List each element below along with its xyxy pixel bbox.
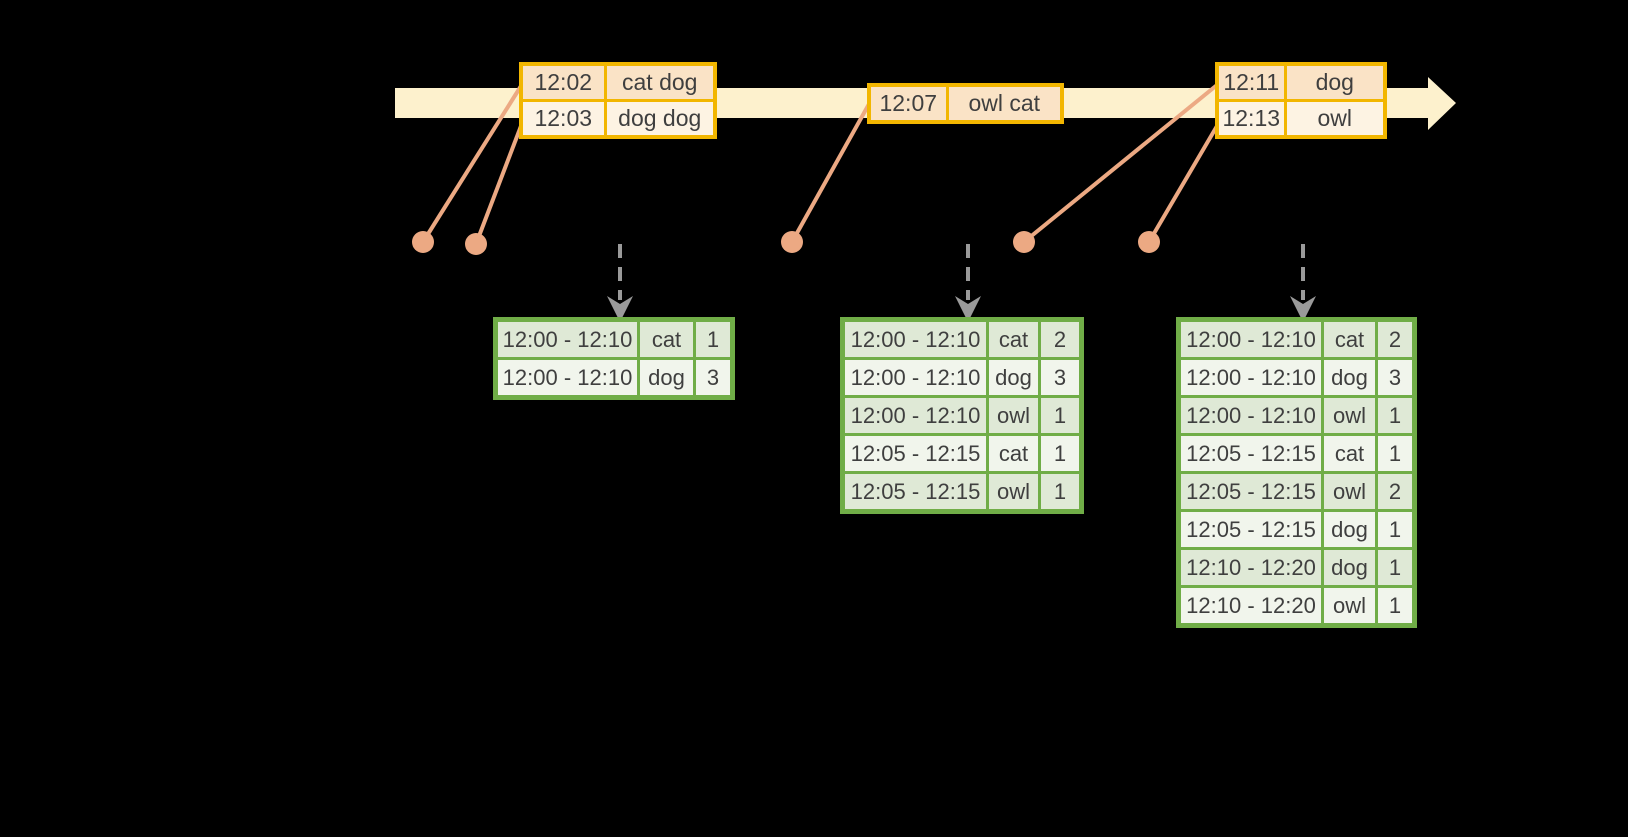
event-words: cat dog — [603, 62, 717, 102]
word-cell: owl — [986, 471, 1041, 513]
window-cell: 12:05 - 12:15 — [841, 433, 989, 474]
event-dot-icon-4 — [1013, 231, 1035, 253]
event-table-1: 12:02 cat dog 12:03 dog dog — [519, 62, 717, 139]
result-row: 12:00 - 12:10 dog 3 — [494, 357, 734, 399]
result-row: 12:00 - 12:10 cat 2 — [1177, 318, 1416, 360]
window-cell: 12:05 - 12:15 — [1177, 433, 1324, 474]
word-cell: cat — [1321, 433, 1378, 474]
count-cell: 1 — [1375, 395, 1416, 436]
word-cell: owl — [1321, 471, 1378, 512]
word-cell: cat — [986, 318, 1041, 360]
window-cell: 12:10 - 12:20 — [1177, 547, 1324, 588]
count-cell: 1 — [1038, 395, 1083, 436]
window-cell: 12:00 - 12:10 — [1177, 357, 1324, 398]
event-table-2: 12:07 owl cat — [867, 83, 1064, 124]
window-cell: 12:00 - 12:10 — [494, 357, 640, 399]
window-cell: 12:00 - 12:10 — [494, 318, 640, 360]
window-cell: 12:00 - 12:10 — [841, 318, 989, 360]
count-cell: 1 — [1038, 471, 1083, 513]
result-table-1: 12:00 - 12:10 cat 1 12:00 - 12:10 dog 3 — [493, 317, 735, 400]
result-row: 12:00 - 12:10 owl 1 — [841, 395, 1083, 436]
result-row: 12:05 - 12:15 dog 1 — [1177, 509, 1416, 550]
word-cell: owl — [986, 395, 1041, 436]
event-dot-icon-2 — [465, 233, 487, 255]
window-cell: 12:00 - 12:10 — [1177, 395, 1324, 436]
result-row: 12:10 - 12:20 owl 1 — [1177, 585, 1416, 627]
event-words: owl — [1283, 99, 1387, 139]
count-cell: 3 — [1375, 357, 1416, 398]
count-cell: 2 — [1038, 318, 1083, 360]
result-row: 12:00 - 12:10 cat 2 — [841, 318, 1083, 360]
word-cell: dog — [637, 357, 696, 399]
event-dot-icon-3 — [781, 231, 803, 253]
event-row: 12:07 owl cat — [867, 83, 1064, 124]
result-row: 12:00 - 12:10 owl 1 — [1177, 395, 1416, 436]
result-row: 12:05 - 12:15 cat 1 — [841, 433, 1083, 474]
connector-line-3 — [790, 103, 871, 243]
window-cell: 12:10 - 12:20 — [1177, 585, 1324, 627]
event-words: dog dog — [603, 99, 717, 139]
result-row: 12:05 - 12:15 cat 1 — [1177, 433, 1416, 474]
word-cell: cat — [637, 318, 696, 360]
event-time: 12:02 — [519, 62, 607, 102]
count-cell: 1 — [1375, 585, 1416, 627]
trigger-arrow-head-icon-2 — [955, 296, 981, 322]
event-words: dog — [1283, 62, 1387, 102]
result-row: 12:10 - 12:20 dog 1 — [1177, 547, 1416, 588]
event-time: 12:03 — [519, 99, 607, 139]
event-row: 12:02 cat dog — [519, 62, 717, 102]
window-cell: 12:05 - 12:15 — [841, 471, 989, 513]
event-row: 12:11 dog — [1215, 62, 1387, 102]
result-row: 12:00 - 12:10 cat 1 — [494, 318, 734, 360]
word-cell: dog — [986, 357, 1041, 398]
word-cell: dog — [1321, 509, 1378, 550]
event-time: 12:11 — [1215, 62, 1287, 102]
event-table-3: 12:11 dog 12:13 owl — [1215, 62, 1387, 139]
count-cell: 2 — [1375, 471, 1416, 512]
word-cell: dog — [1321, 357, 1378, 398]
trigger-arrow-head-icon-3 — [1290, 296, 1316, 322]
connector-line-5 — [1147, 124, 1219, 244]
window-cell: 12:05 - 12:15 — [1177, 509, 1324, 550]
count-cell: 1 — [1038, 433, 1083, 474]
event-row: 12:13 owl — [1215, 99, 1387, 139]
window-cell: 12:00 - 12:10 — [1177, 318, 1324, 360]
timeline-arrowhead-icon — [1428, 77, 1456, 130]
count-cell: 3 — [693, 357, 734, 399]
event-time: 12:07 — [867, 83, 949, 124]
result-row: 12:05 - 12:15 owl 1 — [841, 471, 1083, 513]
event-time: 12:13 — [1215, 99, 1287, 139]
word-cell: dog — [1321, 547, 1378, 588]
result-row: 12:00 - 12:10 dog 3 — [841, 357, 1083, 398]
connector-line-2 — [474, 125, 523, 245]
count-cell: 2 — [1375, 318, 1416, 360]
word-cell: owl — [1321, 585, 1378, 627]
result-table-2: 12:00 - 12:10 cat 2 12:00 - 12:10 dog 3 … — [840, 317, 1084, 514]
count-cell: 1 — [693, 318, 734, 360]
connector-line-4 — [1022, 83, 1219, 244]
trigger-arrow-head-icon-1 — [607, 296, 633, 322]
window-cell: 12:00 - 12:10 — [841, 357, 989, 398]
word-cell: cat — [986, 433, 1041, 474]
result-table-3: 12:00 - 12:10 cat 2 12:00 - 12:10 dog 3 … — [1176, 317, 1417, 628]
window-cell: 12:00 - 12:10 — [841, 395, 989, 436]
count-cell: 3 — [1038, 357, 1083, 398]
count-cell: 1 — [1375, 509, 1416, 550]
event-dot-icon-1 — [412, 231, 434, 253]
count-cell: 1 — [1375, 433, 1416, 474]
result-row: 12:05 - 12:15 owl 2 — [1177, 471, 1416, 512]
event-dot-icon-5 — [1138, 231, 1160, 253]
event-row: 12:03 dog dog — [519, 99, 717, 139]
result-row: 12:00 - 12:10 dog 3 — [1177, 357, 1416, 398]
word-cell: owl — [1321, 395, 1378, 436]
count-cell: 1 — [1375, 547, 1416, 588]
connector-line-1 — [421, 84, 523, 244]
window-cell: 12:05 - 12:15 — [1177, 471, 1324, 512]
event-words: owl cat — [945, 83, 1064, 124]
word-cell: cat — [1321, 318, 1378, 360]
